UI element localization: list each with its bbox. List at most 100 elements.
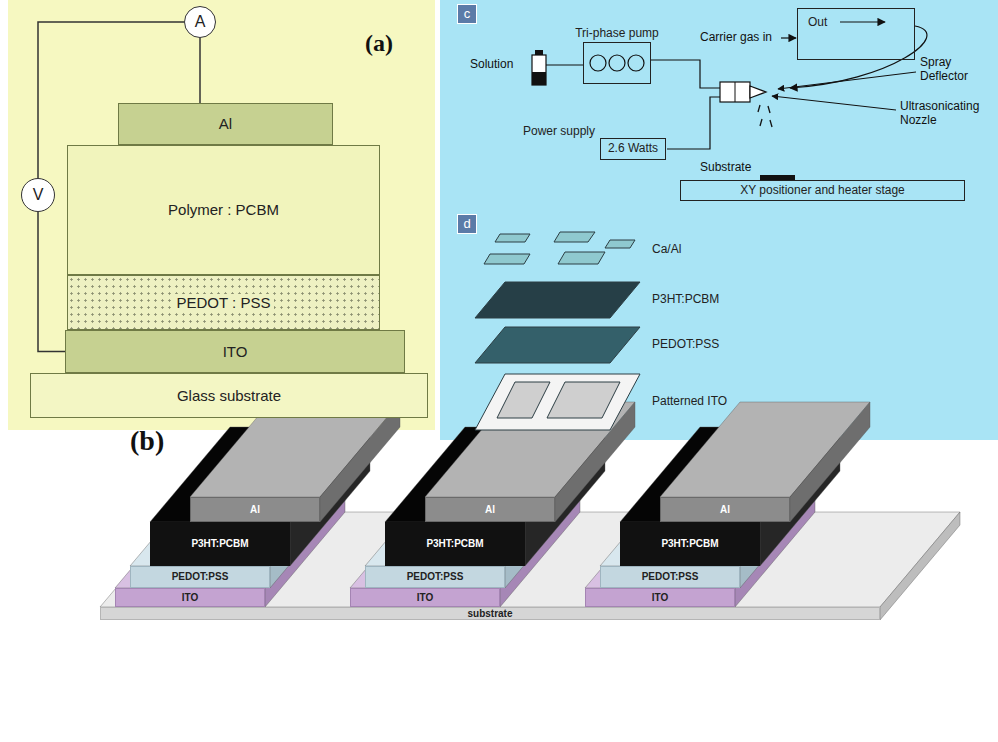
panel-badge: c — [457, 4, 477, 24]
active-layer-face: P3HT:PCBM — [620, 522, 760, 566]
exploded-layer: Ca/Al — [470, 230, 730, 270]
exploded-layer: P3HT:PCBM — [470, 280, 730, 320]
gas-box: Out — [797, 8, 915, 60]
part-label: Ultrasonicating Nozzle — [900, 100, 990, 128]
layer-shape — [475, 282, 640, 318]
ultrasonic-nozzle — [720, 82, 766, 102]
side-face — [790, 402, 870, 522]
node-text: P3HT:PCBM — [661, 538, 718, 550]
node-text: P3HT:PCBM — [191, 538, 248, 550]
node-text: Patterned ITO — [652, 395, 727, 409]
layer-shape — [547, 382, 620, 418]
pump-rotor — [628, 55, 644, 71]
panel-background — [8, 0, 998, 440]
anode-face: ITO — [350, 588, 500, 607]
leader-line — [772, 96, 896, 110]
circuit-wire — [199, 38, 201, 103]
hole-layer-face: PEDOT:PSS — [600, 566, 740, 588]
part-label: Carrier gas in — [700, 31, 772, 45]
node-text: ITO — [417, 592, 433, 604]
node-text: PEDOT:PSS — [172, 571, 229, 583]
panel-label: (b) — [130, 425, 164, 457]
node-text: ITO — [182, 592, 198, 604]
layer-shape — [554, 232, 595, 242]
node-text: Out — [808, 16, 827, 30]
power-supply-box: Power supply2.6 Watts — [600, 138, 666, 160]
hole-layer-face: PEDOT:PSS — [365, 566, 505, 588]
node-text: P3HT:PCBM — [652, 293, 719, 307]
ultrasonic-nozzle — [735, 82, 736, 102]
anode-face: ITO — [115, 588, 265, 607]
node-text: Al — [720, 504, 730, 516]
spray-drops — [768, 106, 770, 113]
active-layer-face: P3HT:PCBM — [385, 522, 525, 566]
panel-label: (a) — [365, 30, 393, 58]
electrode-face: Al — [660, 497, 790, 522]
leader-line — [772, 72, 916, 110]
meter-circle: A — [184, 6, 216, 38]
part-label: Substrate — [700, 161, 751, 175]
node-text: Power supply — [523, 125, 595, 139]
node-text: ITO — [223, 343, 248, 360]
layer-box: Glass substrate — [30, 373, 428, 418]
circuit-wire — [38, 212, 65, 352]
device-stack-3d — [100, 402, 960, 620]
node-text: PEDOT : PSS — [173, 294, 275, 311]
ultrasonic-nozzle — [720, 82, 750, 102]
solution-bottle — [535, 50, 543, 55]
electrode-face: Al — [190, 497, 320, 522]
layer-shape — [470, 230, 730, 270]
spray-drops — [758, 105, 760, 112]
ultrasonic-nozzle — [750, 86, 766, 98]
node-text: d — [463, 217, 470, 232]
node-text: P3HT:PCBM — [426, 538, 483, 550]
tube — [667, 97, 720, 149]
exploded-layer: PEDOT:PSS — [470, 325, 730, 365]
spray-drops — [758, 105, 772, 127]
pump-rotor — [590, 55, 606, 71]
node-text: Ca/Al — [652, 243, 681, 257]
pump-box: Tri-phase pump — [583, 42, 651, 84]
layer-shape — [497, 382, 550, 418]
part-label: Spray Deflector — [920, 56, 990, 84]
pump-rotor — [590, 55, 644, 71]
side-face — [880, 512, 960, 620]
tube — [651, 60, 720, 88]
side-face — [320, 402, 400, 522]
layer-shape — [475, 327, 640, 363]
tube — [546, 64, 583, 65]
node-text: Polymer : PCBM — [168, 201, 279, 218]
layer-shape — [495, 234, 530, 242]
spray-drops — [770, 120, 772, 127]
anode-face: ITO — [585, 588, 735, 607]
node-text: Al — [219, 115, 232, 132]
node-text: substrate — [467, 608, 512, 620]
spray-drops — [760, 119, 762, 126]
node-text: PEDOT:PSS — [642, 571, 699, 583]
layer-shape — [605, 240, 635, 248]
solution-bottle — [532, 72, 546, 85]
hole-layer-face: PEDOT:PSS — [130, 566, 270, 588]
stage-box: XY positioner and heater stage — [680, 180, 965, 201]
layer-shape — [475, 374, 640, 430]
node-text: 2.6 Watts — [608, 142, 658, 156]
node-text: ITO — [652, 592, 668, 604]
pump-rotor — [609, 55, 625, 71]
solution-bottle — [532, 55, 546, 85]
leader-line — [778, 72, 916, 89]
node-text: c — [464, 7, 471, 22]
node-text: XY positioner and heater stage — [740, 184, 905, 198]
meter-circle: V — [21, 178, 55, 212]
node-text: A — [195, 13, 206, 31]
layer-box: Al — [118, 103, 333, 145]
solution-bottle — [532, 50, 546, 85]
layer-shape — [484, 254, 530, 264]
layer-shape — [558, 252, 605, 264]
exploded-layer: Patterned ITO — [470, 372, 730, 432]
electrode-face: Al — [425, 497, 555, 522]
panel-badge: d — [457, 214, 477, 234]
node-text: Al — [250, 504, 260, 516]
layer-box: ITO — [65, 330, 405, 373]
panel-background — [440, 0, 998, 440]
panel-background — [8, 0, 435, 430]
